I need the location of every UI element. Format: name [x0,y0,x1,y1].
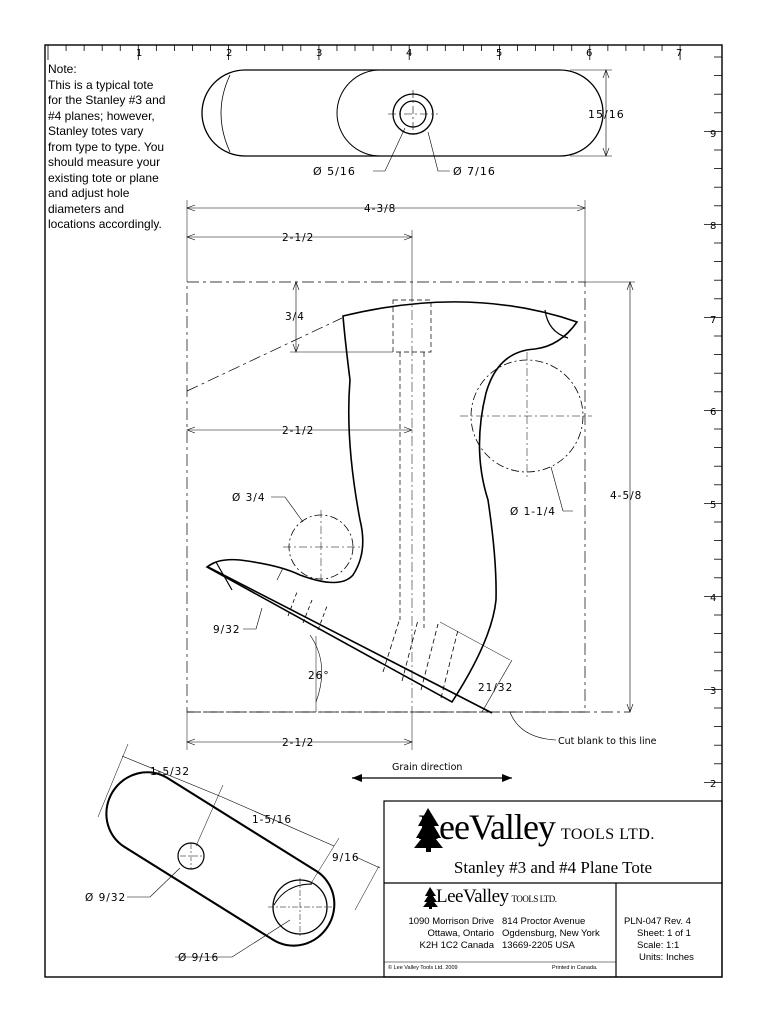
ruler-label-7: 7 [676,48,682,59]
note-line: and adjust hole [48,186,130,200]
bottom-view [97,743,381,958]
address-line: 1090 Morrison Drive [408,916,494,927]
address-line: Ogdensburg, New York [502,928,600,939]
bottom-hole-small-label: Ø 9/32 [85,892,126,904]
ruler-label-1: 1 [136,48,142,59]
note-line: Note: [48,62,77,76]
ruler-label-2r: 2 [710,779,716,790]
ruler-label-2: 2 [226,48,232,59]
note-line: for the Stanley #3 and [48,93,166,107]
note-line: should measure your [48,155,161,169]
right-ruler-labels: 9 8 7 6 5 4 3 2 [710,129,716,790]
note-line: locations accordingly. [48,217,162,231]
right-ruler [704,56,722,783]
sheet-value: 1 of 1 [667,928,691,939]
dim-long: 1-5/32 [150,766,190,778]
address-line: 13669-2205 USA [502,940,575,951]
top-ruler-labels: 1 2 3 4 5 6 7 [136,48,682,59]
ruler-label-8: 8 [710,221,716,232]
units-label: Units: [639,952,664,963]
tree-logo-icon [414,808,443,852]
ruler-label-9: 9 [710,129,716,140]
brand-name: LeeValley [418,807,556,847]
bore-large-label: 21/32 [478,682,513,694]
top-view-labels: 15/16 Ø 5/16 Ø 7/16 [313,108,625,178]
ruler-label-4r: 4 [710,593,716,604]
ruler-label-7r: 7 [710,315,716,326]
ruler-label-5: 5 [496,48,502,59]
note-line: existing tote or plane [48,170,159,185]
copyright: © Lee Valley Tools Ltd. 2009 [388,965,458,971]
sheet-label: Sheet: [637,928,665,939]
top-hole-small-label: Ø 5/16 [313,165,356,178]
top-ruler [45,44,722,60]
dim-top-depth: 3/4 [285,311,305,323]
plan-meta: PLN-047 Rev. 4 Sheet: 1 of 1 Scale: 1:1 … [624,916,694,964]
plan-number: PLN-047 Rev. 4 [624,916,691,927]
dim-width-mid: 2-1/2 [282,425,314,437]
ruler-label-6r: 6 [710,407,716,418]
side-view-labels: 4-3/8 2-1/2 2-1/2 2-1/2 3/4 4-5/8 Ø 3/4 … [213,203,657,773]
dim-width-top: 2-1/2 [282,232,314,244]
top-height-dim: 15/16 [588,108,625,121]
angle-label: 26° [308,670,330,682]
dim-width: 9/16 [332,852,360,864]
top-view [201,69,612,172]
address-line: Ottawa, Ontario [427,928,494,939]
hole-rear-label: Ø 1-1/4 [510,506,556,518]
bottom-hole-large-label: Ø 9/16 [178,952,219,964]
grain-direction-label: Grain direction [392,762,462,773]
address-line: K2H 1C2 Canada [419,940,494,951]
scale-label: Scale: [637,940,664,951]
tree-logo-small-icon [423,887,438,909]
dim-mid: 1-5/16 [252,814,292,826]
address-usa: 814 Proctor Avenue Ogdensburg, New York … [502,916,600,952]
address-canada: 1090 Morrison Drive Ottawa, Ontario K2H … [384,916,494,952]
ruler-label-3r: 3 [710,686,716,697]
scale-value: 1:1 [666,940,680,951]
cut-note-label: Cut blank to this line [558,736,657,747]
brand-suffix: TOOLS LTD. [560,826,655,843]
printed-in: Printed in Canada. [552,965,598,971]
dim-overall-width: 4-3/8 [364,203,396,215]
ruler-label-5r: 5 [710,500,716,511]
ruler-label-4: 4 [406,48,412,59]
brand-name-small: LeeValley [436,886,509,907]
note-text: Note: This is a typical tote for the Sta… [48,62,183,233]
brand-suffix-small: TOOLS LTD. [511,894,558,904]
address-line: 814 Proctor Avenue [502,916,586,927]
top-hole-large-label: Ø 7/16 [453,165,496,178]
title-block [383,800,723,978]
note-line: #4 planes; however, [48,108,155,123]
ruler-label-6: 6 [586,48,592,59]
plan-title: Stanley #3 and #4 Plane Tote [453,858,653,877]
note-line: Stanley totes vary [48,124,144,138]
dim-width-bottom: 2-1/2 [282,737,314,749]
ruler-label-3: 3 [316,48,322,59]
bore-small-label: 9/32 [213,624,241,636]
side-view [186,200,635,782]
units-value: Inches [665,952,694,963]
hole-front-label: Ø 3/4 [232,492,266,504]
note-line: This is a typical tote [48,77,154,92]
dim-overall-height: 4-5/8 [610,490,642,502]
note-line: diameters and [48,201,125,216]
note-line: from type to type. You [48,139,165,154]
bottom-view-labels: 1-5/32 1-5/16 9/16 Ø 9/32 Ø 9/16 [85,766,360,964]
